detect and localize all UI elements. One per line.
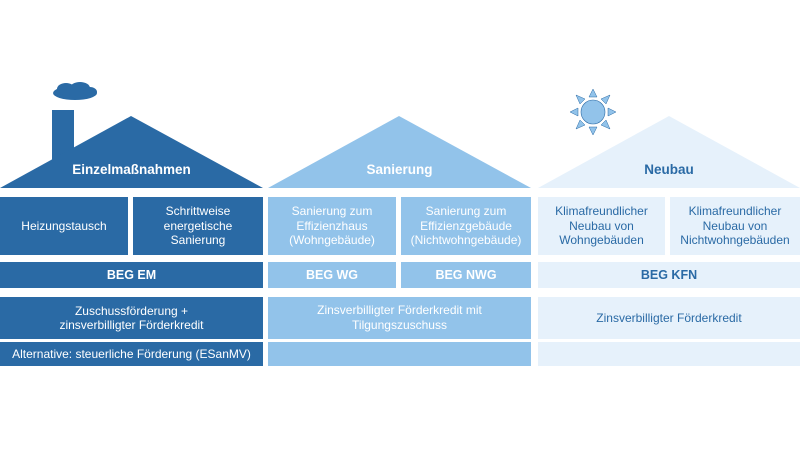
program-beg-wg: BEG WG: [268, 262, 396, 288]
measure-neubau-wohngebaeude: Klimafreundlicher Neubau von Wohngebäude…: [538, 197, 665, 255]
cloud-icon: [53, 82, 97, 100]
roof-sanierung: [268, 116, 531, 188]
title-sanierung: Sanierung: [366, 162, 433, 177]
measure-neubau-nichtwohngebaeude: Klimafreundlicher Neubau von Nichtwohnge…: [670, 197, 800, 255]
sun-icon: [569, 88, 617, 136]
funding-neubau: Zinsverbilligter Förderkredit: [538, 297, 800, 339]
measure-effizienzhaus: Sanierung zum Effizienzhaus (Wohngebäude…: [268, 197, 396, 255]
title-neubau: Neubau: [644, 162, 694, 177]
program-beg-kfn: BEG KFN: [538, 262, 800, 288]
roof-einzelmassnahmen: [0, 116, 263, 188]
alternative-neubau-empty: [538, 342, 800, 366]
alternative-einzelmassnahmen: Alternative: steuerliche Förderung (ESan…: [0, 342, 263, 366]
program-beg-nwg: BEG NWG: [401, 262, 531, 288]
alternative-sanierung-empty: [268, 342, 531, 366]
program-beg-em: BEG EM: [0, 262, 263, 288]
funding-einzelmassnahmen: Zuschussförderung + zinsverbilligter För…: [0, 297, 263, 339]
funding-sanierung: Zinsverbilligter Förderkredit mit Tilgun…: [268, 297, 531, 339]
roof-neubau: [538, 116, 800, 188]
measure-schrittweise-sanierung: Schrittweise energetische Sanierung: [133, 197, 263, 255]
measure-effizienzgebaeude: Sanierung zum Effizienzgebäude (Nichtwoh…: [401, 197, 531, 255]
title-einzelmassnahmen: Einzelmaßnahmen: [72, 162, 191, 177]
measure-heizungstausch: Heizungstausch: [0, 197, 128, 255]
